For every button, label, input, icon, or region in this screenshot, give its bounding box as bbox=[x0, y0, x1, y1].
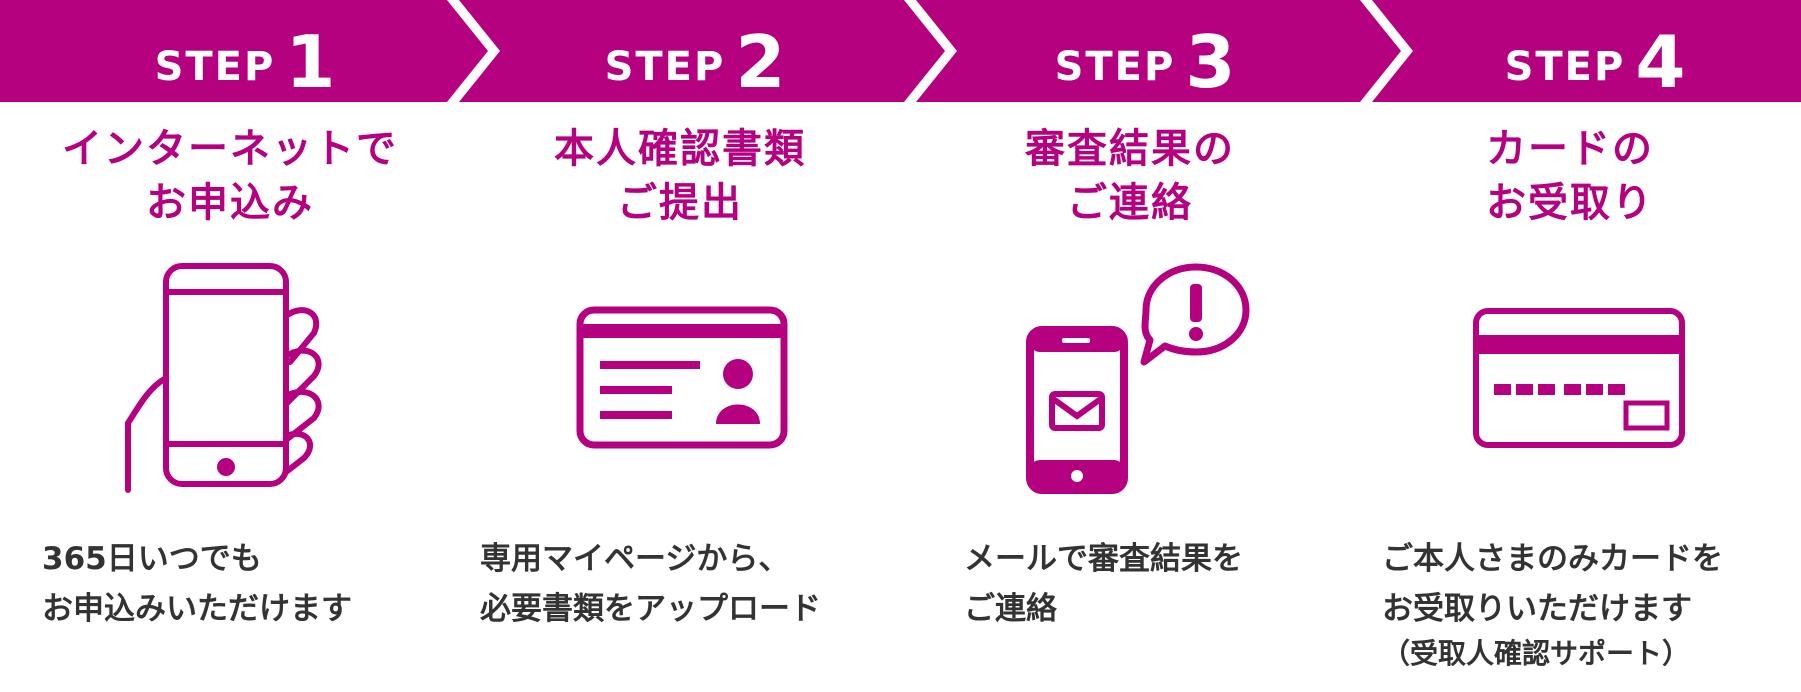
step-number: 3 bbox=[1185, 20, 1236, 104]
step-4-title: カードの お受取り bbox=[1360, 122, 1780, 232]
step-1-chevron bbox=[0, 0, 488, 102]
title-line: ご連絡 bbox=[1067, 180, 1193, 226]
step-4-label: STEP 4 bbox=[1410, 18, 1780, 98]
step-3-title: 審査結果の ご連絡 bbox=[920, 122, 1340, 232]
step-number: 4 bbox=[1635, 20, 1686, 104]
title-line: カードの bbox=[1486, 126, 1654, 172]
description-line: メールで審査結果を bbox=[964, 541, 1243, 577]
step-4-chevron bbox=[1372, 0, 1801, 102]
step-number: 1 bbox=[285, 20, 336, 104]
step-2-title: 本人確認書類 ご提出 bbox=[470, 122, 890, 232]
description-line: お受取りいただけます bbox=[1382, 591, 1692, 627]
step-1-description: 365日いつでも お申込みいただけます bbox=[42, 534, 352, 634]
step-1-label: STEP 1 bbox=[70, 18, 420, 98]
recipient-support-note: （受取人確認サポート） bbox=[1382, 637, 1691, 670]
id-card-icon bbox=[576, 306, 788, 449]
description-line: 必要書類をアップロード bbox=[480, 591, 821, 627]
step-2-label: STEP 2 bbox=[510, 18, 880, 98]
step-3-chevron bbox=[916, 0, 1401, 102]
title-line: 審査結果の bbox=[1025, 126, 1235, 172]
title-line: ご提出 bbox=[617, 180, 743, 226]
step-2-chevron bbox=[459, 0, 945, 102]
title-line: インターネットで bbox=[62, 126, 398, 172]
smartphone-in-hand-icon bbox=[125, 263, 322, 493]
step-word: STEP bbox=[1504, 44, 1626, 90]
credit-card-icon bbox=[1473, 308, 1685, 448]
phone-mail-notification-icon bbox=[1026, 263, 1250, 494]
description-line: 専用マイページから、 bbox=[480, 541, 790, 577]
description-line: お申込みいただけます bbox=[42, 591, 352, 627]
step-1-title: インターネットで お申込み bbox=[20, 122, 440, 232]
title-line: お申込み bbox=[146, 180, 314, 226]
title-line: お受取り bbox=[1486, 180, 1654, 226]
step-word: STEP bbox=[604, 44, 726, 90]
step-number: 2 bbox=[735, 20, 786, 104]
description-line: 365日いつでも bbox=[42, 541, 262, 577]
step-banner bbox=[0, 0, 1801, 102]
description-line: ご本人さまのみカードを bbox=[1382, 541, 1723, 577]
step-4-description: ご本人さまのみカードを お受取りいただけます （受取人確認サポート） bbox=[1382, 534, 1723, 674]
step-2-description: 専用マイページから、 必要書類をアップロード bbox=[480, 534, 821, 634]
step-word: STEP bbox=[1054, 44, 1176, 90]
step-3-label: STEP 3 bbox=[960, 18, 1330, 98]
step-3-description: メールで審査結果を ご連絡 bbox=[964, 534, 1243, 634]
step-word: STEP bbox=[154, 44, 276, 90]
description-line: ご連絡 bbox=[964, 591, 1057, 627]
title-line: 本人確認書類 bbox=[554, 126, 806, 172]
